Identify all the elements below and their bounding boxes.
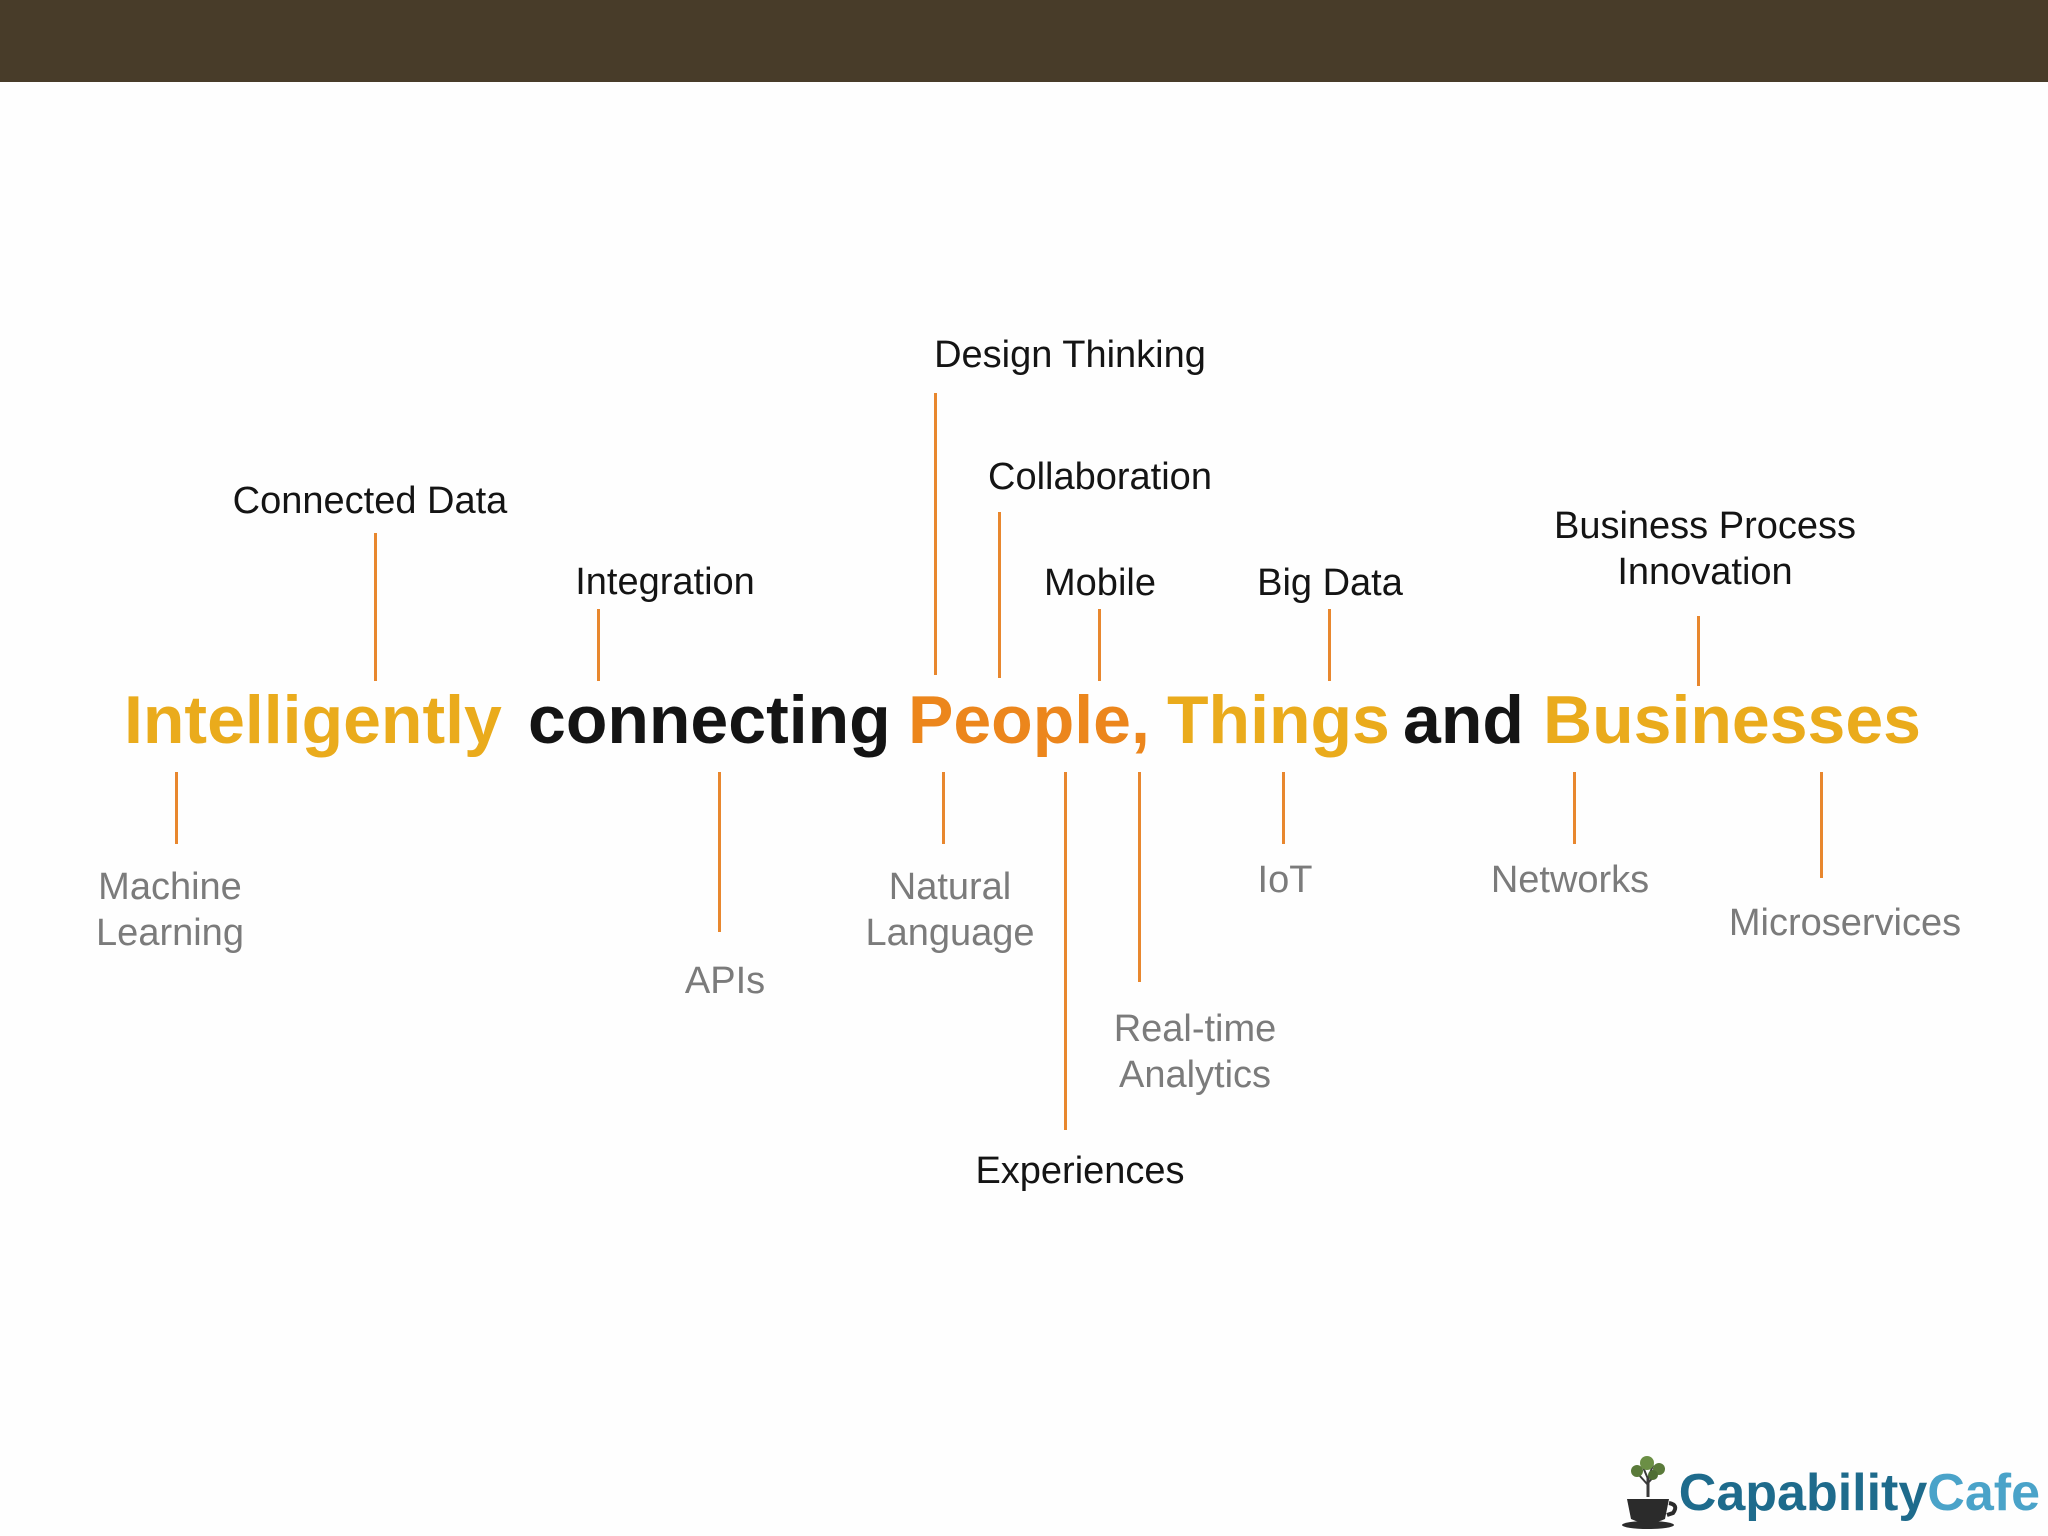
label-natural-language-line1: Natural (888, 866, 1012, 908)
headline-and: and (1403, 682, 1524, 758)
connector-line-microservices (1820, 772, 1823, 878)
label-natural-language-line2: Language (865, 912, 1035, 954)
label-connected-data: Connected Data (232, 480, 508, 522)
headline-things: Things (1167, 682, 1390, 758)
label-design-thinking: Design Thinking (934, 334, 1206, 376)
label-business-process-innovation: Business Process Innovation (1520, 503, 1890, 595)
connector-line-realtime-analytics (1138, 772, 1141, 982)
connector-line-big-data (1328, 609, 1331, 681)
connector-line-mobile (1098, 609, 1101, 681)
connector-line-natural-language (942, 772, 945, 844)
label-machine-learning: Machine Learning (60, 864, 280, 956)
capability-cafe-logo: CapabilityCafe (1617, 1454, 2040, 1532)
headline-connecting: connecting (528, 682, 891, 758)
logo-text-capability: Capability (1678, 1464, 1928, 1522)
connector-line-business-process (1697, 616, 1700, 686)
coffee-cup-tree-icon (1621, 1456, 1678, 1529)
connector-line-collaboration (998, 512, 1001, 678)
label-machine-learning-line1: Machine (98, 866, 242, 908)
connector-line-integration (597, 609, 600, 681)
label-networks: Networks (1490, 859, 1650, 901)
connector-line-iot (1282, 772, 1285, 844)
top-banner (0, 0, 2048, 82)
connector-line-apis (718, 772, 721, 932)
logo-text-cafe: Cafe (1927, 1464, 2040, 1522)
connector-line-experiences (1064, 772, 1067, 1130)
label-apis: APIs (684, 960, 766, 1002)
connector-line-design-thinking (934, 393, 937, 675)
headline-businesses: Businesses (1543, 682, 1921, 758)
connector-line-networks (1573, 772, 1576, 844)
label-realtime-analytics: Real-time Analytics (1080, 1006, 1310, 1098)
label-machine-learning-line2: Learning (96, 912, 244, 954)
headline: Intelligently connecting People, Things … (0, 675, 2048, 765)
headline-people: People, (908, 682, 1150, 758)
label-experiences: Experiences (975, 1150, 1185, 1192)
label-business-process-line2: Innovation (1617, 551, 1793, 593)
label-microservices: Microservices (1728, 902, 1962, 944)
label-realtime-analytics-line1: Real-time (1113, 1008, 1277, 1050)
label-collaboration: Collaboration (988, 456, 1212, 498)
logo-text: CapabilityCafe (1679, 1454, 2040, 1532)
label-integration: Integration (575, 561, 755, 603)
connector-line-machine-learning (175, 772, 178, 844)
label-natural-language: Natural Language (840, 864, 1060, 956)
label-big-data: Big Data (1257, 562, 1403, 604)
label-iot: IoT (1257, 859, 1313, 901)
label-realtime-analytics-line2: Analytics (1118, 1054, 1272, 1096)
label-mobile: Mobile (1044, 562, 1156, 604)
connector-line-connected-data (374, 533, 377, 681)
headline-intelligently: Intelligently (124, 682, 502, 758)
label-business-process-line1: Business Process (1553, 505, 1856, 547)
